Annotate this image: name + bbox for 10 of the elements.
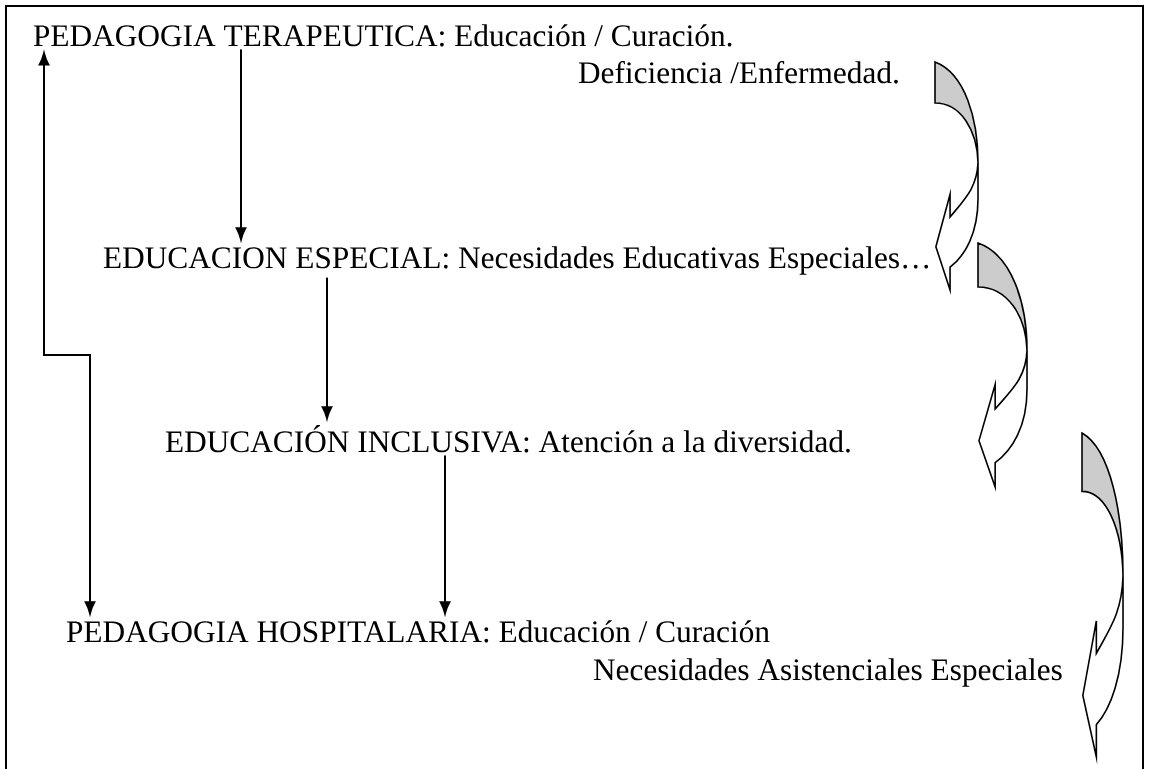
arrow: [439, 454, 451, 615]
stage-label: PEDAGOGIA HOSPITALARIA: Educación / Curación: [66, 620, 770, 643]
stage-label: EDUCACION ESPECIAL: Necesidades Educativas Especiales…: [103, 246, 929, 275]
arrow: [321, 276, 333, 420]
stage-label: Necesidades Asistenciales Especiales: [593, 658, 1062, 687]
stage-label: Deficiencia /Enfermedad.: [578, 60, 898, 84]
stage-label: EDUCACIÓN INCLUSIVA: Atención a la diversidad.: [165, 425, 850, 453]
stage-label: PEDAGOGIA TERAPEUTICA: Educación / Curación.: [33, 24, 732, 47]
arrow: [235, 48, 247, 241]
arrow: [38, 52, 96, 615]
